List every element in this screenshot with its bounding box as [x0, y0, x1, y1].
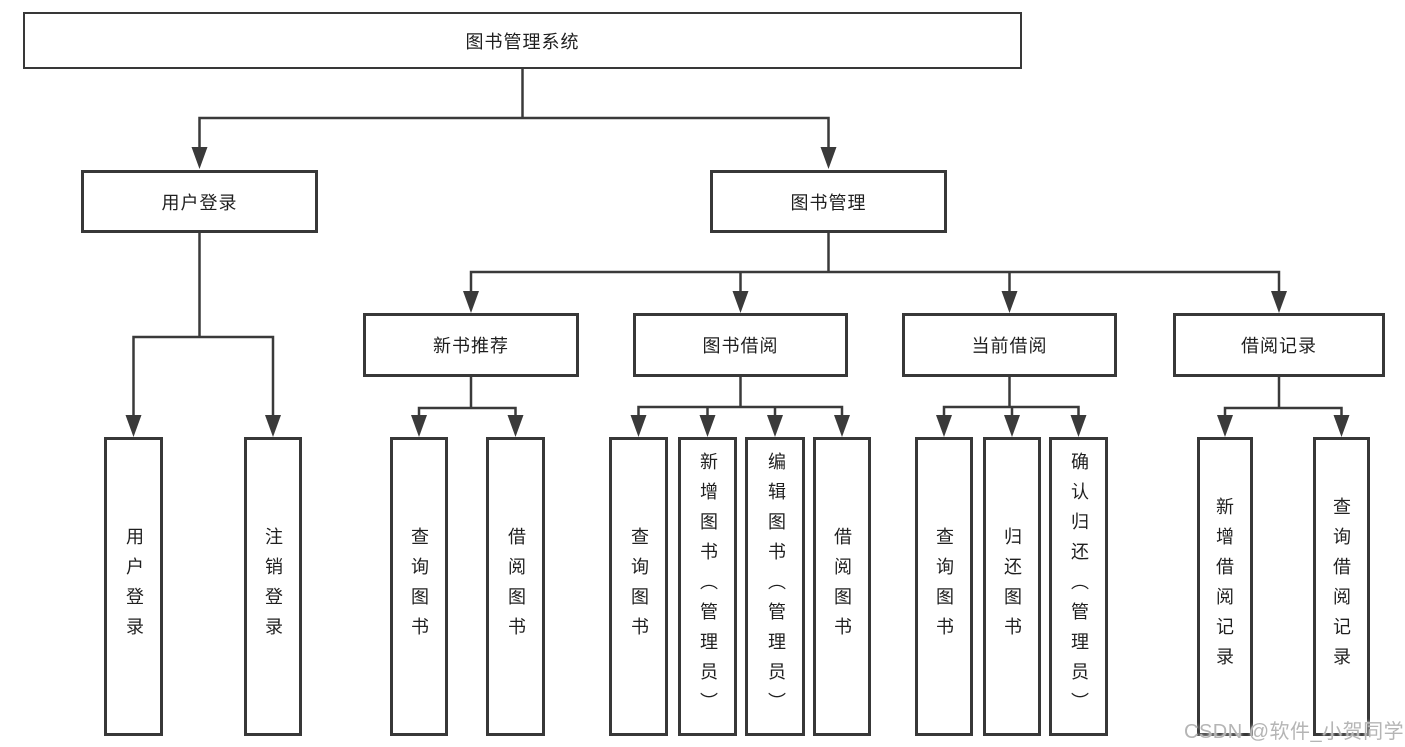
- node-borrowing-records: 借阅记录: [1173, 313, 1385, 377]
- leaf-borrow-books-borrow: 借阅图书: [813, 437, 871, 736]
- leaf-query-borrow-record: 查询借阅记录: [1313, 437, 1370, 736]
- node-user-login: 用户登录: [81, 170, 318, 233]
- leaf-query-books-borrow: 查询图书: [609, 437, 668, 736]
- node-new-book-recommendation: 新书推荐: [363, 313, 579, 377]
- node-book-borrowing: 图书借阅: [633, 313, 848, 377]
- leaf-edit-books-admin: 编辑图书（管理员）: [745, 437, 805, 736]
- node-current-borrowing: 当前借阅: [902, 313, 1117, 377]
- leaf-borrow-books-newbooks: 借阅图书: [486, 437, 545, 736]
- csdn-watermark: CSDN @软件_小贺同学: [1184, 721, 1405, 743]
- node-library-management-system: 图书管理系统: [23, 12, 1022, 69]
- leaf-confirm-return-admin: 确认归还（管理员）: [1049, 437, 1108, 736]
- leaf-logout: 注销登录: [244, 437, 302, 736]
- leaf-return-books: 归还图书: [983, 437, 1041, 736]
- leaf-user-login: 用户登录: [104, 437, 163, 736]
- node-book-management: 图书管理: [710, 170, 947, 233]
- leaf-query-books-current: 查询图书: [915, 437, 973, 736]
- leaf-query-books-newbooks: 查询图书: [390, 437, 448, 736]
- leaf-add-books-admin: 新增图书（管理员）: [678, 437, 737, 736]
- leaf-add-borrow-record: 新增借阅记录: [1197, 437, 1253, 736]
